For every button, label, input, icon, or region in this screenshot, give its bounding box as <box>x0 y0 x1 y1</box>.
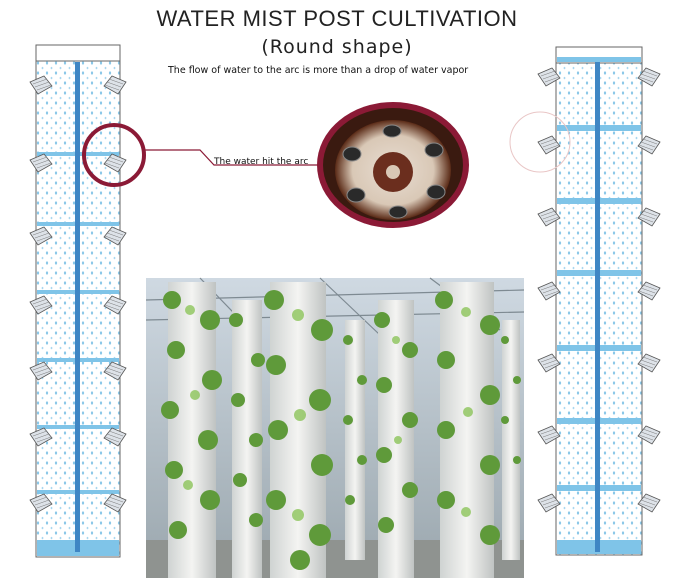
greenhouse-photo <box>145 277 525 578</box>
left-tower <box>29 44 146 558</box>
callout-ring-right <box>509 111 571 173</box>
callout-label: The water hit the arc <box>214 157 309 167</box>
callout-photo <box>317 102 469 228</box>
callout-ring-left <box>82 123 146 187</box>
flow-caption: The flow of water to the arc is more tha… <box>168 65 469 76</box>
plant-foliage <box>161 290 521 570</box>
right-tower <box>509 46 661 556</box>
page-subtitle: (Round shape) <box>261 36 413 58</box>
callout-line <box>144 149 320 166</box>
page-title: WATER MIST POST CULTIVATION <box>156 6 518 31</box>
